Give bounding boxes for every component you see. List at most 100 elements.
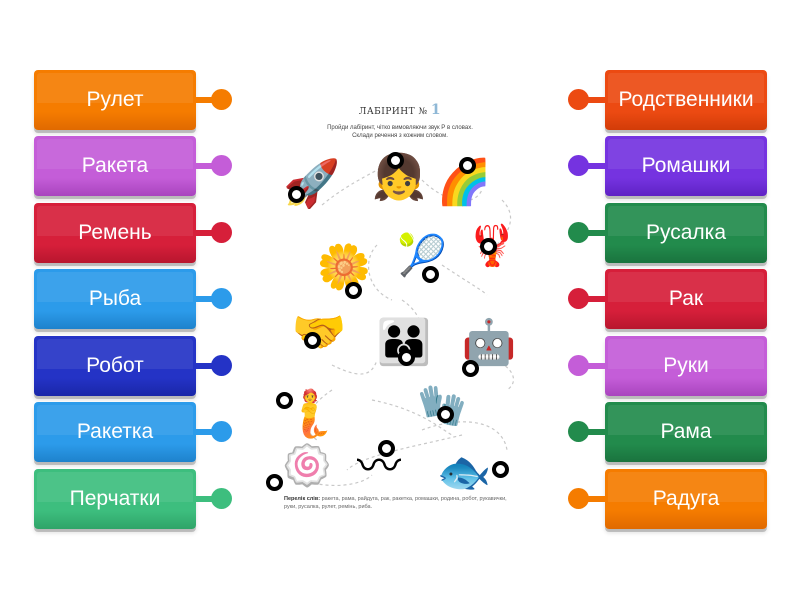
connector-stem bbox=[195, 429, 223, 435]
right-item-card[interactable]: Ромашки bbox=[605, 136, 767, 196]
connector-stem bbox=[195, 97, 223, 103]
connector-knob-icon[interactable] bbox=[568, 222, 589, 243]
right-connector-handle[interactable] bbox=[566, 89, 606, 111]
connector-knob-icon[interactable] bbox=[568, 355, 589, 376]
connector-stem bbox=[195, 230, 223, 236]
item-label: Ракета bbox=[81, 154, 149, 177]
flowers-icon: 🌼 bbox=[316, 243, 372, 292]
worksheet-title: ЛАБІРИНТ № 1 bbox=[272, 102, 528, 118]
wordlist-text: ракета, рама, райдуга, рак, ракетка, ром… bbox=[284, 496, 507, 510]
drop-target-hole[interactable] bbox=[288, 186, 305, 203]
connector-stem bbox=[195, 296, 223, 302]
item-label: Родственники bbox=[618, 88, 754, 111]
connector-knob-icon[interactable] bbox=[568, 288, 589, 309]
connector-stem bbox=[195, 496, 223, 502]
item-label: Русалка bbox=[645, 221, 727, 244]
connector-stem bbox=[578, 296, 606, 302]
connector-knob-icon[interactable] bbox=[568, 155, 589, 176]
drop-target-hole[interactable] bbox=[276, 392, 293, 409]
connector-stem bbox=[195, 163, 223, 169]
connector-knob-icon[interactable] bbox=[211, 222, 232, 243]
right-item-card[interactable]: Руки bbox=[605, 336, 767, 396]
item-label: Ракетка bbox=[76, 420, 154, 443]
fish-icon: 🐟 bbox=[436, 448, 492, 497]
wordlist-label: Перелік слів: bbox=[284, 496, 321, 502]
left-connector-handle[interactable] bbox=[195, 355, 235, 377]
right-connector-handle[interactable] bbox=[566, 488, 606, 510]
right-item-card[interactable]: Рак bbox=[605, 269, 767, 329]
item-label: Рыба bbox=[88, 287, 142, 310]
left-connector-handle[interactable] bbox=[195, 421, 235, 443]
right-connector-handle[interactable] bbox=[566, 355, 606, 377]
connector-knob-icon[interactable] bbox=[568, 421, 589, 442]
worksheet-image: ЛАБІРИНТ № 1 Пройди лабіринт, чітко вимо… bbox=[266, 90, 528, 520]
right-connector-handle[interactable] bbox=[566, 288, 606, 310]
drop-target-hole[interactable] bbox=[462, 360, 479, 377]
worksheet-title-text: ЛАБІРИНТ № bbox=[358, 107, 428, 117]
item-label: Робот bbox=[86, 354, 144, 377]
worksheet-title-number: 1 bbox=[430, 102, 442, 118]
hands-icon: 🤝 bbox=[291, 308, 347, 357]
drop-target-hole[interactable] bbox=[378, 440, 395, 457]
connector-knob-icon[interactable] bbox=[568, 488, 589, 509]
connector-stem bbox=[578, 163, 606, 169]
connector-knob-icon[interactable] bbox=[211, 421, 232, 442]
left-item-card[interactable]: Перчатки bbox=[34, 469, 196, 529]
connector-knob-icon[interactable] bbox=[211, 355, 232, 376]
right-item-card[interactable]: Радуга bbox=[605, 469, 767, 529]
drop-target-hole[interactable] bbox=[266, 474, 283, 491]
connector-knob-icon[interactable] bbox=[211, 155, 232, 176]
drop-target-hole[interactable] bbox=[387, 152, 404, 169]
connector-stem bbox=[578, 97, 606, 103]
left-item-card[interactable]: Ремень bbox=[34, 203, 196, 263]
right-connector-handle[interactable] bbox=[566, 421, 606, 443]
connector-stem bbox=[578, 230, 606, 236]
connector-stem bbox=[578, 429, 606, 435]
item-label: Рак bbox=[668, 287, 704, 310]
item-label: Рама bbox=[660, 420, 712, 443]
rocket-icon: 🚀 bbox=[283, 156, 341, 209]
instruction-line-1: Пройди лабіринт, чітко вимовляючи звук Р… bbox=[327, 125, 473, 131]
left-item-card[interactable]: Ракета bbox=[34, 136, 196, 196]
drop-target-hole[interactable] bbox=[492, 461, 509, 478]
left-connector-handle[interactable] bbox=[195, 288, 235, 310]
drop-target-hole[interactable] bbox=[398, 349, 415, 366]
drop-target-hole[interactable] bbox=[437, 406, 454, 423]
left-connector-handle[interactable] bbox=[195, 155, 235, 177]
connector-stem bbox=[578, 363, 606, 369]
item-label: Руки bbox=[663, 354, 709, 377]
right-item-card[interactable]: Родственники bbox=[605, 70, 767, 130]
left-item-card[interactable]: Рыба bbox=[34, 269, 196, 329]
drop-target-hole[interactable] bbox=[345, 282, 362, 299]
left-connector-handle[interactable] bbox=[195, 89, 235, 111]
connector-stem bbox=[195, 363, 223, 369]
connector-knob-icon[interactable] bbox=[211, 488, 232, 509]
drop-target-hole[interactable] bbox=[304, 332, 321, 349]
drop-target-hole[interactable] bbox=[480, 238, 497, 255]
robot-icon: 🤖 bbox=[461, 318, 517, 367]
item-label: Рулет bbox=[86, 88, 144, 111]
right-connector-handle[interactable] bbox=[566, 222, 606, 244]
connector-knob-icon[interactable] bbox=[211, 89, 232, 110]
item-label: Ремень bbox=[78, 221, 152, 244]
worksheet-wordlist: Перелік слів: ракета, рама, райдуга, рак… bbox=[284, 496, 520, 511]
connector-stem bbox=[578, 496, 606, 502]
connector-knob-icon[interactable] bbox=[568, 89, 589, 110]
instruction-line-2: Склади речення з кожним словом. bbox=[352, 133, 448, 139]
left-item-card[interactable]: Ракетка bbox=[34, 402, 196, 462]
item-label: Радуга bbox=[652, 487, 720, 510]
right-item-card[interactable]: Рама bbox=[605, 402, 767, 462]
left-item-card[interactable]: Робот bbox=[34, 336, 196, 396]
drop-target-hole[interactable] bbox=[422, 266, 439, 283]
item-label: Перчатки bbox=[69, 487, 161, 510]
right-connector-handle[interactable] bbox=[566, 155, 606, 177]
left-connector-handle[interactable] bbox=[195, 222, 235, 244]
roll-cake-icon: 🍥 bbox=[282, 443, 332, 488]
left-connector-handle[interactable] bbox=[195, 488, 235, 510]
item-label: Ромашки bbox=[641, 154, 731, 177]
connector-knob-icon[interactable] bbox=[211, 288, 232, 309]
worksheet-instructions: Пройди лабіринт, чітко вимовляючи звук Р… bbox=[282, 124, 518, 140]
drop-target-hole[interactable] bbox=[459, 157, 476, 174]
right-item-card[interactable]: Русалка bbox=[605, 203, 767, 263]
left-item-card[interactable]: Рулет bbox=[34, 70, 196, 130]
